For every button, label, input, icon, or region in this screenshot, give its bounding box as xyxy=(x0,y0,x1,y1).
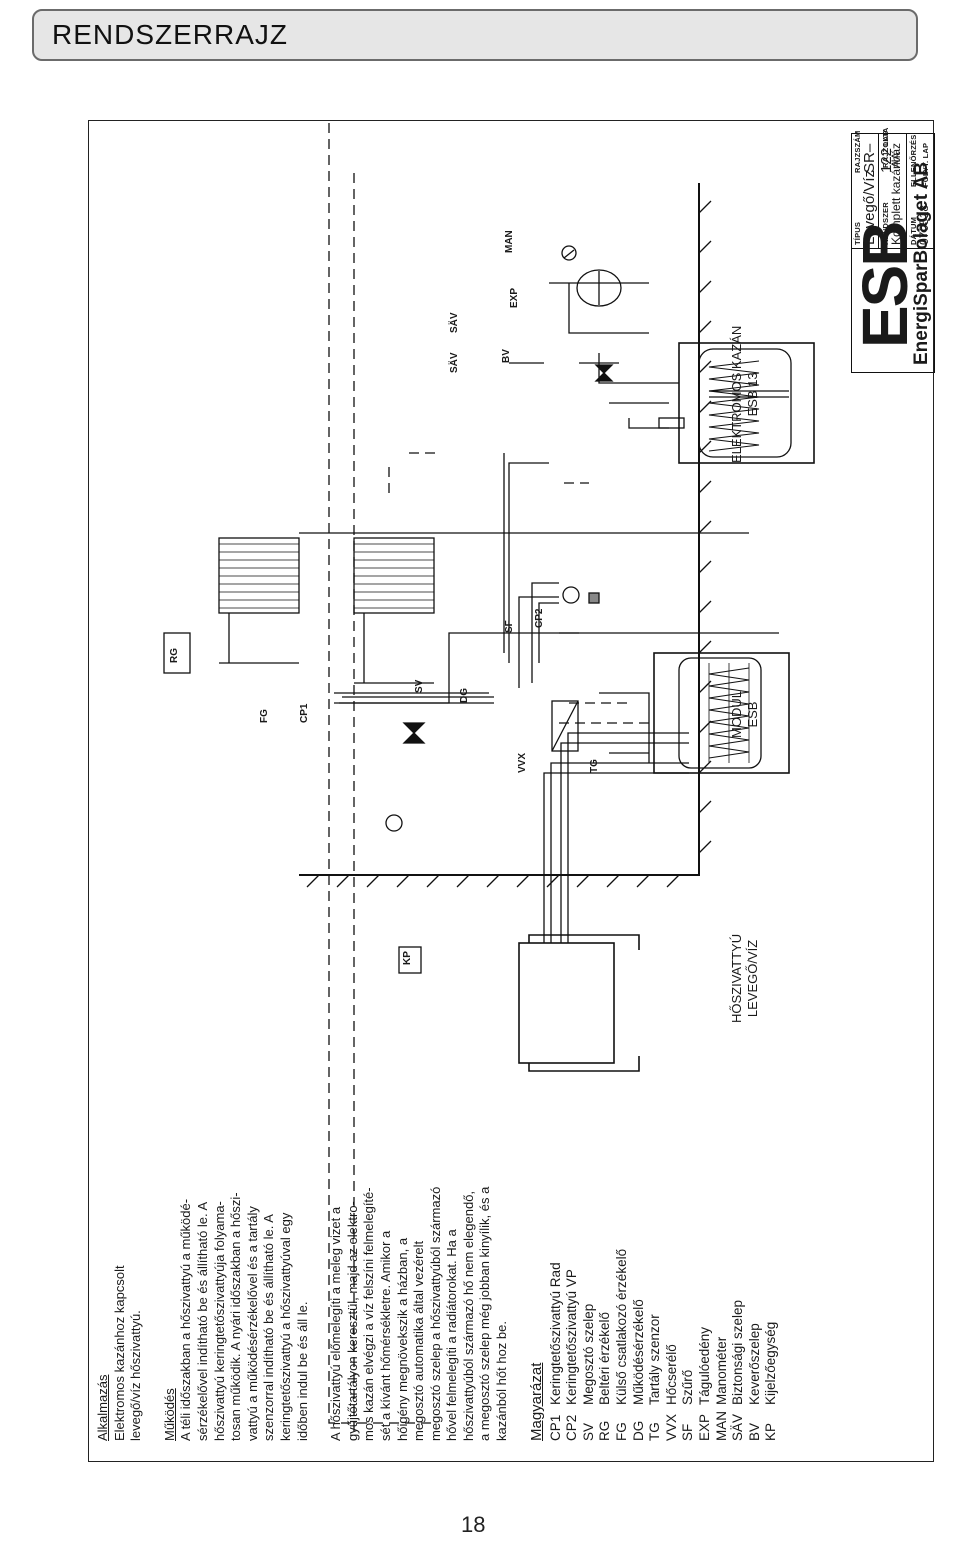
kp-label: KP xyxy=(402,951,413,965)
tipus-value: Levegő/Víz xyxy=(861,169,878,245)
dg-label: DG xyxy=(459,688,470,703)
fg-label: FG xyxy=(259,709,270,723)
boiler-caption: ELEKTROMOS KAZÁN ESB 13 xyxy=(729,325,760,463)
heat-pump-pipes xyxy=(543,732,689,943)
module-caption: MODUL ESB xyxy=(729,691,760,738)
electric-boiler xyxy=(658,342,815,464)
vvx-label: VVX xyxy=(517,752,528,773)
expansion-group xyxy=(561,245,622,307)
page-number: 18 xyxy=(461,1512,486,1537)
datum-value: 070518 xyxy=(917,204,931,245)
building-wall xyxy=(299,183,712,888)
sf-label: SF xyxy=(504,620,515,633)
heating-pipes xyxy=(334,453,779,763)
sav1-label: SÄV xyxy=(449,352,460,373)
boiler-piping xyxy=(509,282,679,429)
rg-label: RG xyxy=(169,648,180,663)
man-label: MAN xyxy=(504,230,515,253)
exp-label: EXP xyxy=(509,287,520,308)
sav2-label: SÄV xyxy=(449,312,460,333)
pump-symbols xyxy=(385,364,614,832)
kp-display-unit xyxy=(398,946,422,974)
rg-room-sensor xyxy=(163,632,191,674)
cp1-label: CP1 xyxy=(299,703,310,723)
page-title: RENDSZERRAJZ xyxy=(52,19,289,50)
header-bar: RENDSZERRAJZ xyxy=(32,9,918,61)
rajzolta-value: AA xyxy=(889,151,903,168)
heat-pump-unit xyxy=(518,934,640,1072)
system-schematic xyxy=(163,123,815,1433)
bv-label: BV xyxy=(501,349,512,363)
title-block: ESB EnergiSparBolaget AB TÍPUS Levegő/Ví… xyxy=(849,128,935,373)
heat-pump-caption: HŐSZIVATTYÚ LEVEGŐ/VÍZ xyxy=(729,933,760,1023)
cp2-label: CP2 xyxy=(534,608,545,628)
company-name: EnergiSparBolaget AB xyxy=(911,161,932,365)
control-wiring xyxy=(328,123,649,1433)
tg-label: TG xyxy=(589,759,600,773)
rotated-sheet: Alkalmazás Elektromos kazánhoz kapcsolt … xyxy=(89,121,935,1463)
module-box xyxy=(653,652,790,774)
radiators xyxy=(218,532,749,684)
vvx-heat-exchanger xyxy=(551,700,579,752)
drawing-frame: Alkalmazás Elektromos kazánhoz kapcsolt … xyxy=(88,120,935,1463)
sv-label: SV xyxy=(414,679,425,693)
